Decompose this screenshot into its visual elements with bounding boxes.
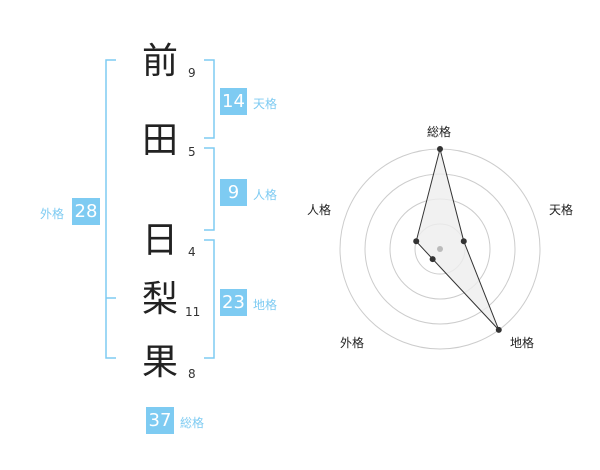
soukaku-label: 総格 (180, 416, 205, 430)
name-char-5: 果 (142, 342, 179, 383)
radar-axis-label-soukaku: 総格 (427, 125, 452, 139)
radar-point (429, 256, 436, 263)
jinkaku-label: 人格 (253, 188, 278, 202)
tenkaku-badge: 14 (220, 88, 247, 115)
name-brackets (105, 59, 215, 359)
name-char-1: 前 (142, 41, 179, 82)
chikaku-label: 地格 (253, 298, 278, 312)
stroke-count-4: 11 (185, 305, 201, 319)
chikaku-bracket (204, 239, 215, 359)
gaikaku-badge: 28 (72, 198, 100, 225)
tenkaku-label: 天格 (253, 97, 278, 111)
stroke-count-5: 8 (188, 367, 196, 381)
gaikaku-label: 外格 (40, 207, 65, 221)
jinkaku-bracket (204, 147, 215, 231)
gaikaku-bracket (105, 59, 116, 359)
stroke-count-1: 9 (188, 66, 196, 80)
radar-axis-label-tenkaku: 天格 (549, 203, 574, 217)
name-char-2: 田 (142, 120, 179, 161)
jinkaku-badge: 9 (220, 179, 247, 206)
radar-point (460, 238, 467, 245)
radar-point (437, 146, 443, 152)
radar-point (413, 238, 420, 245)
stroke-count-2: 5 (188, 145, 196, 159)
chikaku-badge: 23 (220, 289, 247, 316)
name-char-4: 梨 (142, 279, 179, 320)
radar-chart (339, 146, 541, 350)
radar-point (495, 326, 502, 333)
stroke-count-3: 4 (188, 245, 196, 259)
soukaku-badge: 37 (146, 407, 174, 434)
name-char-3: 日 (142, 220, 179, 261)
radar-axis-label-chikaku: 地格 (510, 336, 535, 350)
radar-center-dot (437, 246, 443, 252)
radar-series-polygon (415, 148, 500, 331)
radar-axis-label-gaikaku: 外格 (340, 336, 365, 350)
tenkaku-bracket (204, 59, 215, 139)
radar-axis-label-jinkaku: 人格 (307, 203, 332, 217)
